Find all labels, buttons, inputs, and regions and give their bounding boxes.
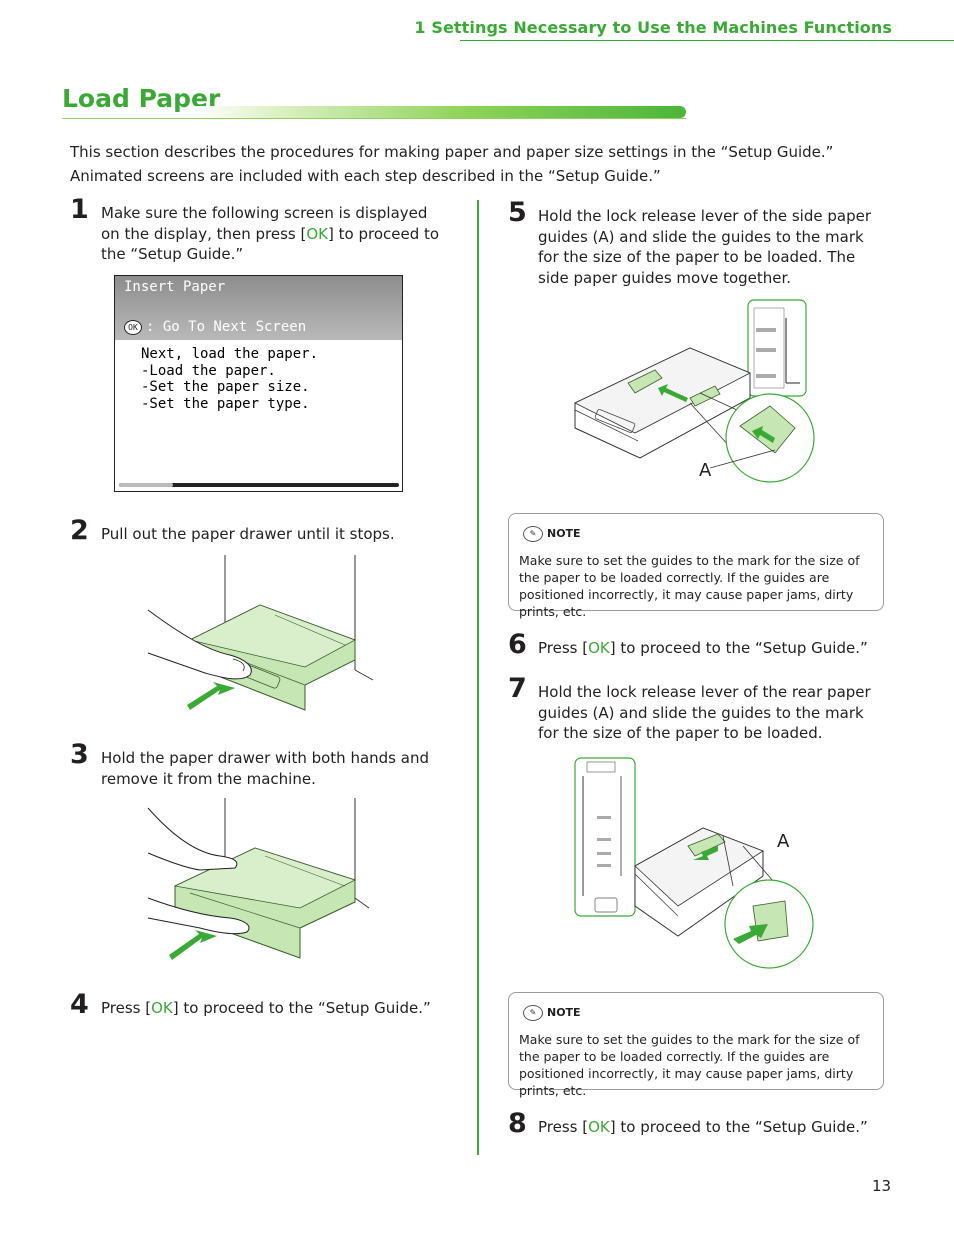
ok-key-label: OK <box>588 1118 610 1136</box>
step-8-text-before: Press [ <box>538 1118 589 1136</box>
lcd-sub-text: : Go To Next Screen <box>146 319 307 335</box>
lcd-line: -Set the paper size. <box>141 379 310 395</box>
step-number-6: 6 <box>508 629 527 660</box>
step-number-7: 7 <box>508 673 527 704</box>
step-number-8: 8 <box>508 1108 527 1139</box>
lcd-header: Insert Paper OK: Go To Next Screen <box>115 276 402 340</box>
step-text-5: Hold the lock release lever of the side … <box>538 207 871 287</box>
note-text: Make sure to set the guides to the mark … <box>519 1032 860 1098</box>
step-number-4: 4 <box>70 989 89 1020</box>
column-divider <box>477 200 479 1155</box>
lcd-screen: Insert Paper OK: Go To Next Screen Next,… <box>114 275 403 492</box>
note-heading: ✎ NOTE <box>523 1005 581 1021</box>
side-guides-illustration <box>574 299 815 483</box>
pencil-icon: ✎ <box>523 526 543 542</box>
pencil-icon: ✎ <box>523 1005 543 1021</box>
step-number-3: 3 <box>70 739 89 770</box>
step-text-1: Make sure the following screen is displa… <box>101 203 441 265</box>
note-box: ✎ NOTE Make sure to set the guides to the… <box>508 513 884 619</box>
page-number: 13 <box>872 1177 892 1195</box>
lcd-scrollbar <box>119 483 399 487</box>
intro-paragraph: This section describes the procedures fo… <box>70 143 834 185</box>
lcd-line: -Set the paper type. <box>141 395 310 412</box>
note-label: NOTE <box>547 1006 581 1019</box>
page-title: Load Paper <box>62 84 221 113</box>
chapter-rule <box>460 40 954 41</box>
step-1-text-after: ] to proceed to the “Setup Guide.” <box>101 224 440 264</box>
step-text-8: Press [OK] to proceed to the “Setup Guid… <box>538 1117 878 1138</box>
step-number-5: 5 <box>508 197 527 228</box>
rear-guides-illustration <box>574 757 814 969</box>
lcd-scroll-thumb <box>119 483 173 487</box>
lcd-body: Next, load the paper. -Load the paper. -… <box>141 346 318 412</box>
lcd-title: Insert Paper <box>124 279 226 295</box>
step-text-3: Hold the paper drawer with both hands an… <box>101 749 429 788</box>
pull-drawer-illustration <box>147 555 374 711</box>
lcd-line: -Load the paper. <box>141 362 276 379</box>
ok-key-label: OK <box>306 224 329 243</box>
step-text-6: Press [OK] to proceed to the “Setup Guid… <box>538 638 878 659</box>
note-box: ✎ NOTE Make sure to set the guides to the… <box>508 992 884 1098</box>
step-text-7: Hold the lock release lever of the rear … <box>538 683 871 742</box>
step-number-2: 2 <box>70 515 89 546</box>
step-text-4: Press [OK] to proceed to the “Setup Guid… <box>101 998 441 1019</box>
ok-key-label: OK <box>588 639 610 657</box>
title-gradient-bar <box>196 106 686 118</box>
step-4-text-before: Press [ <box>101 999 152 1017</box>
step-4-text-after: ] to proceed to the “Setup Guide.” <box>172 999 431 1017</box>
note-heading: ✎ NOTE <box>523 526 581 542</box>
step-6-text-before: Press [ <box>538 639 589 657</box>
step-6-text-after: ] to proceed to the “Setup Guide.” <box>609 639 868 657</box>
lcd-line: Next, load the paper. <box>141 346 319 362</box>
step-text-2: Pull out the paper drawer until it stops… <box>101 525 395 543</box>
step-number-1: 1 <box>70 194 89 225</box>
remove-drawer-illustration <box>147 798 370 960</box>
note-text: Make sure to set the guides to the mark … <box>519 553 860 619</box>
title-rule <box>62 118 686 119</box>
step-1-text-before: Make sure the following screen is displa… <box>101 204 428 243</box>
ok-key-label: OK <box>151 999 173 1017</box>
label-a: A <box>777 831 790 852</box>
step-8-text-after: ] to proceed to the “Setup Guide.” <box>609 1118 868 1136</box>
lcd-subtitle: OK: Go To Next Screen <box>124 319 306 335</box>
chapter-title: 1 Settings Necessary to Use the Machines… <box>414 18 892 37</box>
ok-icon: OK <box>124 319 142 335</box>
label-a: A <box>699 460 712 481</box>
note-label: NOTE <box>547 527 581 540</box>
